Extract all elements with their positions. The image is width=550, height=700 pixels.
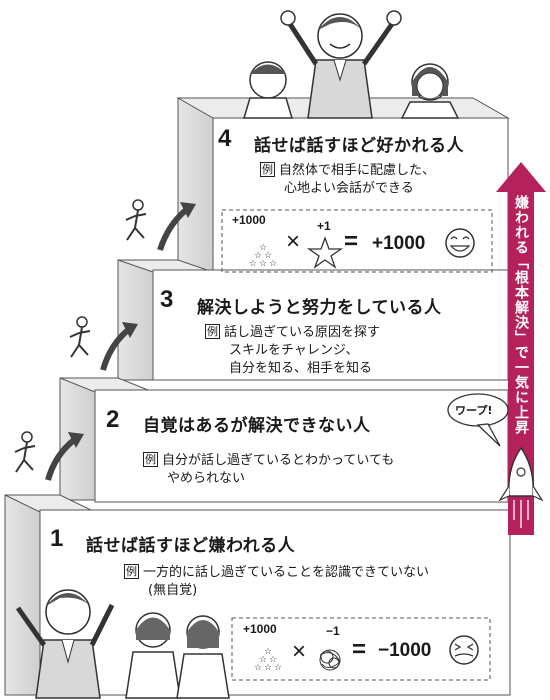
stars-pyramid-icon-bottom: ☆ ☆ ☆ ☆ ☆ ☆: [254, 647, 282, 673]
formula-bottom-left-value: +1000: [243, 622, 277, 636]
formula-bottom-times: ×: [292, 638, 307, 665]
step-1-number: 1: [50, 525, 64, 552]
svg-text:☆: ☆: [269, 655, 277, 665]
step-4-title: 話せば話すほど好かれる人: [254, 136, 464, 156]
formula-top-right-value: +1: [317, 219, 331, 233]
step-3-number: 3: [160, 286, 174, 313]
example-tag: 例: [260, 162, 275, 177]
grimacing-face-icon: [449, 635, 479, 665]
example-line: 自然体で相手に配慮した、: [279, 163, 436, 178]
formula-bottom-result: −1000: [378, 640, 432, 661]
runner-arrow-3: [125, 199, 196, 251]
step-3-example: 例話し過ぎている原因を探す スキルをチャレンジ、 自分を知る、相手を知る: [205, 324, 380, 378]
single-star-icon: [306, 236, 344, 269]
arrow-label: 嫌われる「根本解決」で一気に上昇: [513, 195, 529, 435]
svg-text:☆: ☆: [274, 663, 282, 673]
step-2-example: 例自分が話し過ぎているとわかっていても やめられない: [143, 452, 394, 488]
step-1-title: 話せば話すほど嫌われる人: [86, 536, 296, 556]
svg-text:☆: ☆: [259, 259, 267, 269]
example-line: 一方的に話し過ぎていることを認識できていない: [143, 565, 430, 580]
speech-bubble: [447, 393, 509, 447]
example-tag: 例: [205, 324, 220, 339]
runner-arrow-2: [69, 316, 138, 371]
svg-text:☆: ☆: [269, 259, 277, 269]
step-2-number: 2: [106, 406, 120, 433]
runner-arrow-1: [14, 431, 84, 481]
step-4-example: 例自然体で相手に配慮した、 心地よい会話ができる: [260, 162, 435, 198]
example-line: 自分を知る、相手を知る: [229, 361, 373, 376]
formula-top-result: +1000: [372, 233, 426, 254]
example-line: 心地よい会話ができる: [284, 181, 414, 196]
rocket-icon: [498, 446, 544, 528]
step-2-title: 自覚はあるが解決できない人: [143, 416, 371, 436]
example-line: スキルをチャレンジ、: [229, 343, 359, 358]
step-4-number: 4: [218, 125, 232, 152]
svg-text:☆: ☆: [259, 655, 267, 665]
step-2-block: [59, 377, 509, 503]
svg-text:☆: ☆: [254, 663, 262, 673]
example-line: 自分が話し過ぎているとわかっていても: [162, 453, 395, 468]
svg-text:☆: ☆: [264, 251, 272, 261]
example-tag: 例: [143, 452, 158, 467]
svg-text:☆: ☆: [254, 251, 262, 261]
formula-top-times: ×: [286, 228, 301, 255]
tangle-icon: [319, 649, 341, 671]
step-1-block: [4, 494, 511, 696]
formula-bottom-equals: =: [352, 636, 367, 663]
example-line: やめられない: [167, 471, 246, 486]
formula-top-equals: =: [344, 228, 359, 255]
smiling-face-icon: [445, 228, 475, 258]
example-line: 話し過ぎている原因を探す: [224, 325, 381, 340]
warp-label: ワープ!: [455, 404, 493, 417]
happy-people-illustration: [242, 10, 460, 119]
step-1-example: 例一方的に話し過ぎていることを認識できていない (無自覚): [124, 564, 429, 600]
svg-text:☆: ☆: [249, 259, 257, 269]
formula-top-box: [221, 209, 493, 273]
example-line: (無自覚): [148, 583, 198, 598]
svg-text:☆: ☆: [264, 663, 272, 673]
stars-pyramid-icon: ☆ ☆ ☆ ☆ ☆ ☆: [249, 243, 277, 269]
svg-text:☆: ☆: [264, 647, 272, 657]
formula-top-left-value: +1000: [232, 213, 266, 227]
formula-bottom-box: [231, 617, 491, 681]
step-3-title: 解決しようと努力をしている人: [197, 298, 442, 318]
formula-bottom-right-value: −1: [326, 624, 340, 638]
example-tag: 例: [124, 564, 139, 579]
svg-text:☆: ☆: [259, 243, 267, 253]
worried-person-illustration: [15, 589, 230, 699]
